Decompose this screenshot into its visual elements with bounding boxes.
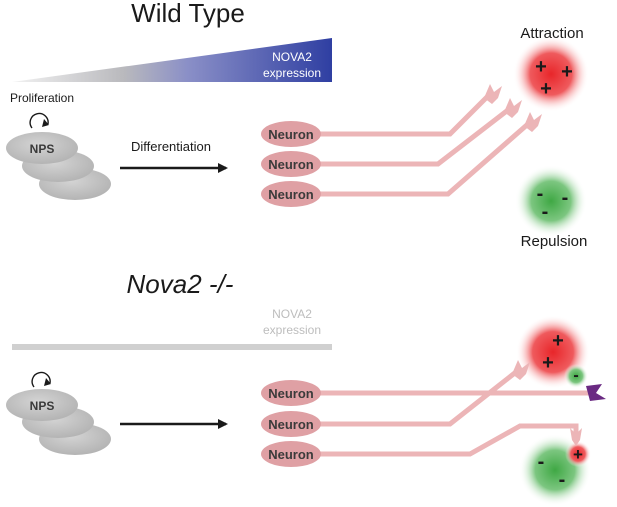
ko-proliferation-cycle-icon <box>31 371 51 388</box>
minus-sign: - <box>573 367 578 384</box>
repulsion-cue <box>515 165 587 237</box>
nova2-label-line2: expression <box>263 66 321 80</box>
neuron-cell <box>261 441 321 467</box>
plus-sign: + <box>542 352 554 374</box>
nova2-expression-gradient <box>12 38 332 82</box>
neuron-cell <box>261 121 321 147</box>
neuron-label: Neuron <box>268 447 314 462</box>
wt-axons <box>315 93 531 197</box>
neuron-cell <box>261 411 321 437</box>
neuron-label: Neuron <box>268 157 314 172</box>
misrouted-growth-cone-icon <box>586 384 606 401</box>
attraction-cue <box>513 36 589 112</box>
nova2-label-line1: NOVA2 <box>272 50 312 64</box>
cycle-arrowhead-icon <box>44 378 51 386</box>
axon <box>315 107 511 167</box>
nps-label: NPS <box>30 142 55 156</box>
wild-type-title: Wild Type <box>131 0 245 28</box>
attraction-label: Attraction <box>520 25 583 42</box>
axon <box>315 369 519 427</box>
proliferation-cycle-icon <box>29 112 49 129</box>
axon <box>315 121 531 197</box>
minus-sign: - <box>559 469 566 491</box>
nps-cell <box>6 389 78 421</box>
plus-sign: + <box>540 78 552 100</box>
wt-growth-cones <box>484 84 542 132</box>
ko-nps-label: NPS <box>30 399 55 413</box>
minus-sign: - <box>537 183 544 205</box>
cycle-arrowhead-icon <box>42 119 49 127</box>
ko-axons <box>315 369 591 457</box>
growth-cone-icon <box>570 428 582 446</box>
neuron-cell <box>261 380 321 406</box>
ko-nova2-expression-bar <box>12 344 332 350</box>
ko-small-attraction-cue <box>565 441 591 467</box>
growth-cone-icon <box>504 98 522 118</box>
minus-sign: - <box>538 451 545 473</box>
knockout-title: Nova2 -/- <box>127 269 234 299</box>
neuron-cell <box>261 151 321 177</box>
axon <box>315 93 491 137</box>
plus-sign: + <box>552 330 564 352</box>
plus-sign: + <box>561 61 573 83</box>
nps-cell <box>6 132 78 164</box>
plus-sign: + <box>573 445 583 464</box>
minus-sign: - <box>542 201 549 223</box>
ko-small-repulsion-cue <box>564 364 588 388</box>
ko-nova2-label-line2: expression <box>263 323 321 337</box>
neuron-cell <box>261 181 321 207</box>
growth-cone-icon <box>524 112 542 132</box>
neuron-label: Neuron <box>268 386 314 401</box>
minus-sign: - <box>562 187 569 209</box>
growth-cone-icon <box>484 84 502 104</box>
differentiation-label: Differentiation <box>131 139 211 154</box>
plus-sign: + <box>535 56 547 78</box>
repulsion-label: Repulsion <box>521 233 588 250</box>
neuron-label: Neuron <box>268 187 314 202</box>
proliferation-label: Proliferation <box>10 91 74 105</box>
growth-cone-icon <box>512 360 530 380</box>
ko-nova2-label-line1: NOVA2 <box>272 307 312 321</box>
axon <box>315 423 579 457</box>
neuron-label: Neuron <box>268 417 314 432</box>
neuron-label: Neuron <box>268 127 314 142</box>
